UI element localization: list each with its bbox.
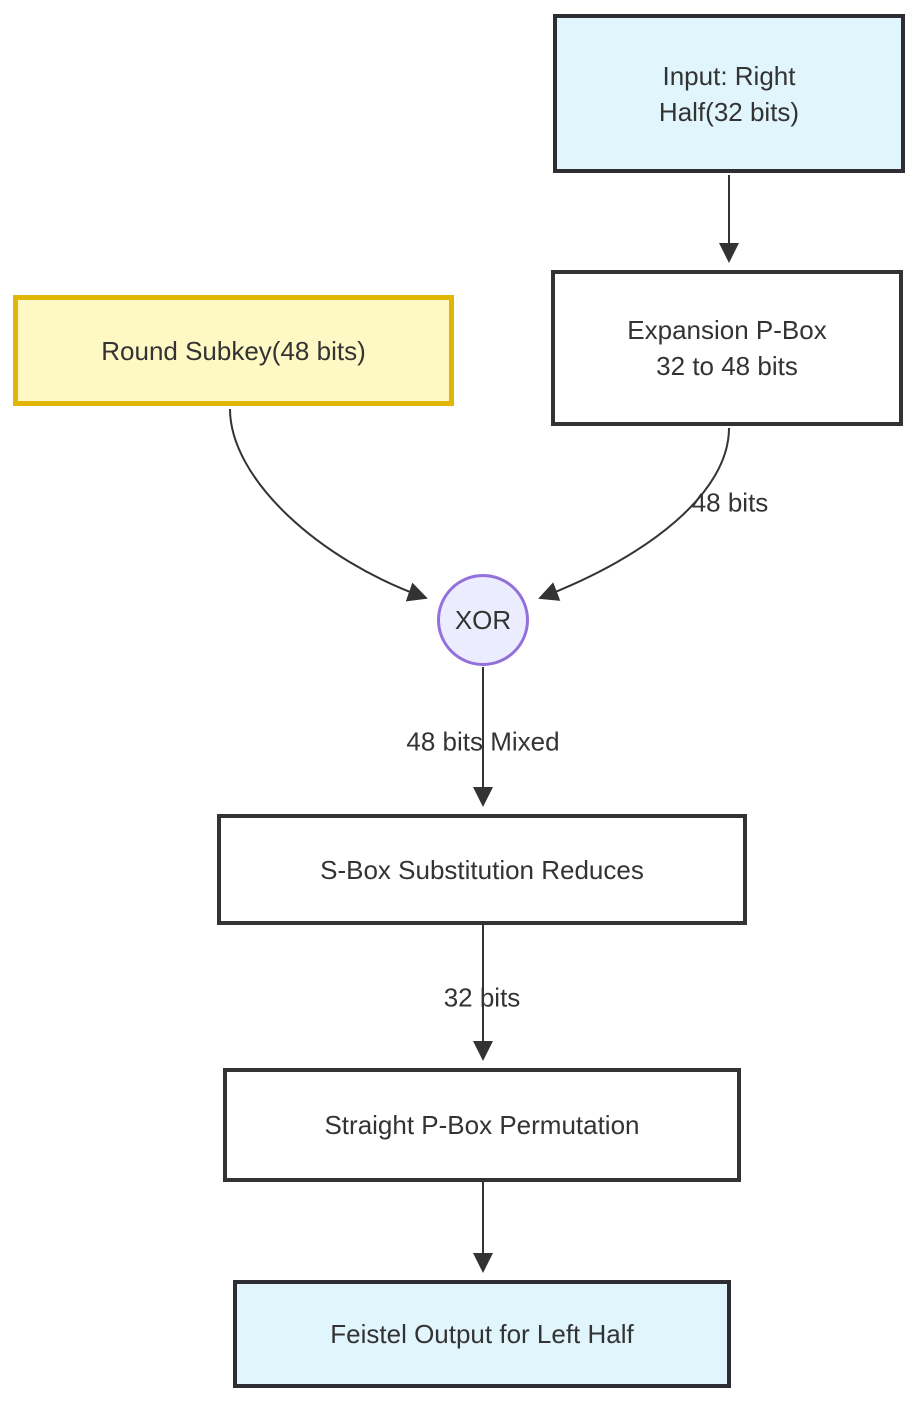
node-straight-pbox: Straight P-Box Permutation [223,1068,741,1182]
node-label: Input: Right [662,60,796,91]
node-input-right-half: Input: Right Half(32 bits) [553,14,905,173]
node-label: Expansion P-Box [627,315,827,345]
node-label: Straight P-Box Permutation [324,1110,640,1140]
node-feistel-output: Feistel Output for Left Half [233,1280,731,1388]
edge-subkey-to-xor [229,408,428,602]
node-sbox-substitution: S-Box Substitution Reduces [217,814,747,925]
edge-label-32-bits: 32 bits [443,982,521,1013]
node-round-subkey: Round Subkey(48 bits) [13,295,454,406]
node-label: Round Subkey(48 bits) [101,335,366,366]
node-label: Feistel Output for Left Half [330,1319,634,1349]
node-label: 32 to 48 bits [656,351,798,381]
node-label: XOR [454,605,512,635]
edge-label-48-bits-mixed: 48 bits Mixed [406,726,560,757]
node-xor: XOR [437,574,529,666]
node-expansion-pbox: Expansion P-Box 32 to 48 bits [551,270,903,426]
node-label: S-Box Substitution Reduces [320,854,644,885]
node-label: Half(32 bits) [658,96,800,127]
edge-label-48-bits: 48 bits [691,487,769,518]
